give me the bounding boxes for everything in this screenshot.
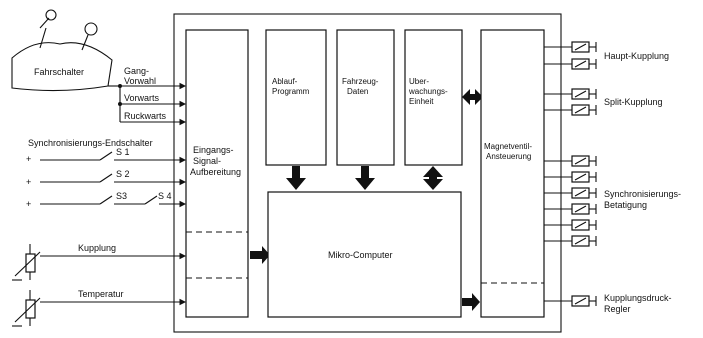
fahrzeug-label-2: Daten — [347, 87, 368, 96]
fahrschalter-label: Fahrschalter — [34, 67, 84, 77]
selector-lines — [108, 82, 187, 126]
ruckwarts-label: Ruckwarts — [124, 111, 167, 121]
s2-label: S 2 — [116, 169, 130, 179]
valve-7 — [544, 187, 597, 199]
plus-sign-2: + — [26, 177, 31, 187]
kupplungsdruck-regler-label-1: Kupplungsdruck- — [604, 293, 672, 303]
uberwachung-label-2: wachungs- — [408, 87, 448, 96]
eingang-label-2: Signal- — [193, 156, 221, 166]
ablauf-block: Ablauf- Programm — [265, 29, 327, 166]
gang-vorwahl-label-2: Vorwahl — [124, 76, 156, 86]
gang-vorwahl-label-1: Gang- — [124, 66, 149, 76]
valve-10 — [544, 235, 597, 247]
valve-1 — [544, 41, 597, 53]
arrow-eingang-to-mikro — [250, 246, 270, 264]
magnet-label-1: Magnetventil- — [484, 142, 532, 151]
valve-8 — [544, 203, 597, 215]
eingang-label-1: Eingangs- — [193, 145, 234, 155]
temperatur-label: Temperatur — [78, 289, 124, 299]
fahrzeug-block: Fahrzeug- Daten — [336, 29, 395, 166]
mikro-computer-block: Mikro-Computer — [267, 191, 462, 318]
plus-sign-3: + — [26, 199, 31, 209]
valve-2 — [544, 58, 597, 70]
s4-label: S 4 — [158, 191, 172, 201]
arrow-mikro-to-magnet — [462, 293, 480, 311]
fahrschalter-lever: Fahrschalter — [11, 9, 113, 92]
uberwachung-label-3: Einheit — [409, 97, 434, 106]
uberwachung-label-1: Uber- — [409, 77, 429, 86]
s3-label: S3 — [116, 191, 127, 201]
temperatur-sensor: Temperatur — [12, 289, 187, 327]
switch-s1: + S 1 — [26, 147, 187, 164]
valve-4 — [544, 104, 597, 116]
switch-s2: + S 2 — [26, 169, 187, 187]
synchron-betatigung-label-2: Betatigung — [604, 200, 647, 210]
haupt-kupplung-label: Haupt-Kupplung — [604, 51, 669, 61]
valve-5 — [544, 155, 597, 167]
ablauf-label-2: Programm — [272, 87, 310, 96]
kupplungsdruck-regler-label-2: Regler — [604, 304, 631, 314]
mikro-computer-label: Mikro-Computer — [328, 250, 393, 260]
split-kupplung-label: Split-Kupplung — [604, 97, 663, 107]
magnetventil-block: Magnetventil- Ansteuerung — [480, 29, 545, 318]
kupplung-sensor: Kupplung — [12, 243, 187, 281]
arrow-uberwachung-mikro-bidirectional — [423, 166, 443, 190]
vorwarts-label: Vorwarts — [124, 93, 160, 103]
ablauf-label-1: Ablauf- — [272, 77, 298, 86]
eingang-label-3: Aufbereitung — [190, 167, 241, 177]
uberwachung-block: Uber- wachungs- Einheit — [404, 29, 463, 166]
kupplung-label: Kupplung — [78, 243, 116, 253]
eingang-block: Eingangs- Signal- Aufbereitung — [185, 29, 249, 318]
valve-9 — [544, 219, 597, 231]
plus-sign-1: + — [26, 154, 31, 164]
valve-6 — [544, 171, 597, 183]
fahrzeug-label-1: Fahrzeug- — [342, 77, 379, 86]
arrow-fahrzeug-to-mikro — [355, 166, 375, 190]
s1-label: S 1 — [116, 147, 130, 157]
switch-s3-s4: + S3 S 4 — [26, 191, 187, 209]
control-unit-frame — [173, 13, 562, 333]
valve-11 — [544, 295, 597, 307]
valve-3 — [544, 88, 597, 100]
magnet-label-2: Ansteuerung — [486, 152, 531, 161]
valve-outputs — [544, 41, 597, 307]
synchron-endschalter-label: Synchronisierungs-Endschalter — [28, 138, 153, 148]
arrow-ablauf-to-mikro — [286, 166, 306, 190]
arrow-uberwachung-magnet-bidirectional — [462, 89, 483, 105]
synchron-betatigung-label-1: Synchronisierungs- — [604, 189, 681, 199]
